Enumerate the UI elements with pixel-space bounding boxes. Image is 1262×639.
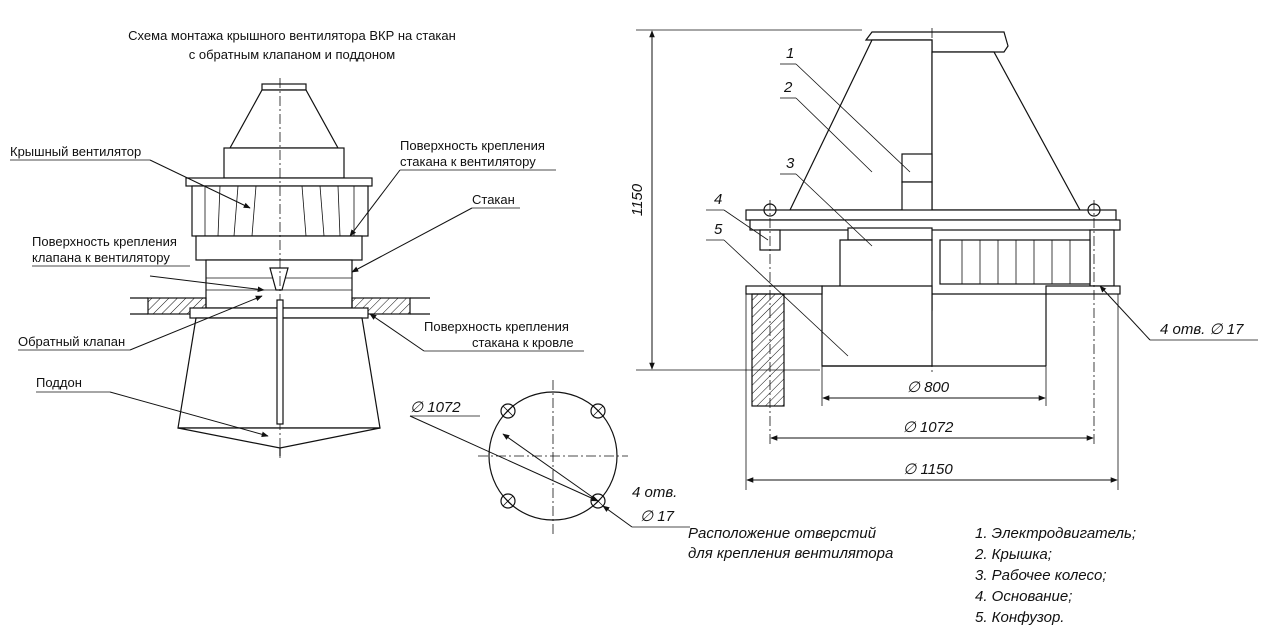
label-tray: Поддон [36, 375, 82, 390]
fan-motor-housing [223, 147, 345, 179]
label-valve-surface-line1: Поверхность крепления [32, 234, 177, 249]
fan-cone [228, 89, 340, 149]
scheme-title-line2: с обратным клапаном и поддоном [189, 47, 396, 62]
dimension-1072: ∅ 1072 [903, 419, 954, 436]
fan-section-drawing: 1150 [629, 28, 1258, 490]
fan-base [195, 235, 363, 261]
callout-4: 4 [714, 191, 722, 208]
label-glass-to-roof-line2: стакана к кровле [472, 335, 574, 350]
label-roof-fan: Крышный вентилятор [10, 144, 141, 159]
label-glass-to-fan-line1: Поверхность крепления [400, 138, 545, 153]
hole-layout-diameter: ∅ 1072 [410, 399, 461, 416]
fan-top-cap [261, 83, 307, 91]
fan-impeller-blades [204, 185, 355, 237]
confusor [821, 285, 933, 367]
mounting-hole [500, 493, 516, 509]
label-glass: Стакан [472, 192, 515, 207]
callout-3: 3 [786, 155, 795, 172]
hole-layout-caption-line2: для крепления вентилятора [688, 545, 893, 562]
mounting-hole [590, 403, 606, 419]
holes-note: 4 отв. ∅ 17 [1160, 321, 1244, 338]
glass-wall-section [751, 293, 785, 407]
motor-box [901, 153, 933, 183]
dimension-1150: ∅ 1150 [903, 461, 953, 478]
hole-layout: ∅ 1072 4 отв. ∅ 17 Расположение отверсти… [409, 380, 893, 562]
legend-item-5: 5. Конфузор. [975, 609, 1064, 626]
callout-2: 2 [783, 79, 793, 96]
fan-cover-right [931, 51, 1082, 211]
label-check-valve: Обратный клапан [18, 334, 125, 349]
dimension-800: ∅ 800 [907, 379, 950, 396]
hole-layout-holes-line2: ∅ 17 [640, 508, 675, 525]
tray [177, 427, 381, 449]
scheme-title-line1: Схема монтажа крышного вентилятора ВКР н… [128, 28, 456, 43]
legend-item-2: 2. Крышка; [974, 546, 1052, 563]
hole-layout-holes-line1: 4 отв. [632, 484, 677, 501]
impeller-blades-box [939, 239, 1091, 285]
fan-plate [749, 219, 1121, 231]
callout-5: 5 [714, 221, 723, 238]
base-plate-left [745, 285, 823, 295]
legend-item-1: 1. Электродвигатель; [975, 525, 1136, 542]
legend-item-4: 4. Основание; [975, 588, 1072, 605]
mounting-scheme: Схема монтажа крышного вентилятора ВКР н… [10, 28, 584, 458]
height-dimension: 1150 [629, 183, 646, 216]
fan-flange [185, 177, 373, 187]
callout-1: 1 [786, 45, 794, 62]
label-glass-to-roof-line1: Поверхность крепления [424, 319, 569, 334]
tray-drain-rod [276, 299, 284, 425]
legend-item-3: 3. Рабочее колесо; [975, 567, 1106, 584]
base-plate-right [1045, 285, 1121, 295]
label-valve-surface-line2: клапана к вентилятору [32, 250, 170, 265]
fan-deck [745, 209, 1117, 221]
parts-legend: 1. Электродвигатель; 2. Крышка; 3. Рабоч… [974, 525, 1136, 626]
valve-damper [269, 267, 289, 291]
impeller-blade-lines [961, 240, 1071, 284]
impeller-hub [847, 227, 933, 241]
mounting-hole [500, 403, 516, 419]
hole-layout-caption-line1: Расположение отверстий [688, 525, 877, 542]
label-glass-to-fan-line2: стакана к вентилятору [400, 154, 536, 169]
